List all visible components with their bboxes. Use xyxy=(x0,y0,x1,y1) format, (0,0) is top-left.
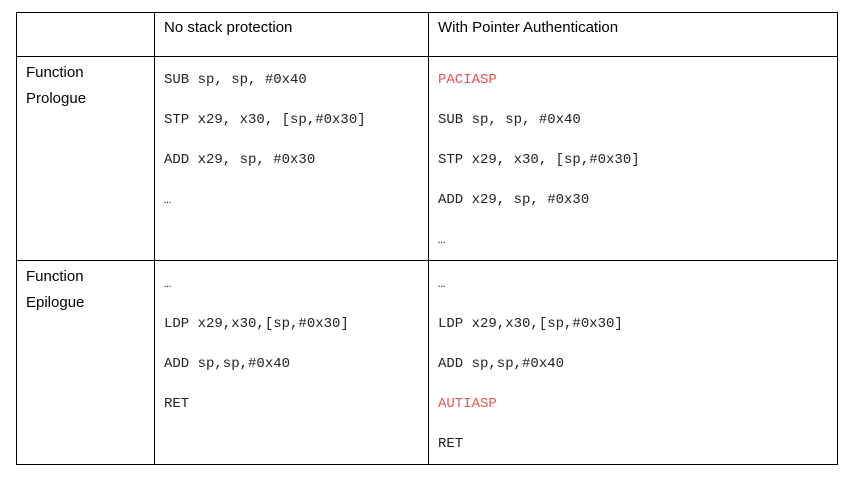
code-line: ADD sp,sp,#0x40 xyxy=(164,356,291,372)
code-line: LDP x29,x30,[sp,#0x30] xyxy=(438,316,623,332)
comparison-table: No stack protection With Pointer Authent… xyxy=(16,12,838,465)
code-line: ADD x29, sp, #0x30 xyxy=(438,192,590,208)
code-line: RET xyxy=(438,436,464,452)
header-row: No stack protection With Pointer Authent… xyxy=(16,12,838,57)
header-label-empty xyxy=(17,13,154,18)
code-line-paciasp: PACIASP xyxy=(438,72,497,88)
code-cell-pointer-auth: … LDP x29,x30,[sp,#0x30] ADD sp,sp,#0x40… xyxy=(428,260,838,465)
code-line: LDP x29,x30,[sp,#0x30] xyxy=(164,316,349,332)
code-list-prologue-pointer-auth: PACIASP SUB sp, sp, #0x40 STP x29, x30, … xyxy=(429,57,837,260)
code-line: SUB sp, sp, #0x40 xyxy=(164,72,307,88)
code-line-ellipsis: … xyxy=(164,277,172,291)
code-line: SUB sp, sp, #0x40 xyxy=(438,112,581,128)
table-row-epilogue: Function Epilogue … LDP x29,x30,[sp,#0x3… xyxy=(16,260,838,465)
table-row-prologue: Function Prologue SUB sp, sp, #0x40 STP … xyxy=(16,56,838,261)
row-label-epilogue: Function Epilogue xyxy=(26,268,85,311)
code-cell-pointer-auth: PACIASP SUB sp, sp, #0x40 STP x29, x30, … xyxy=(428,56,838,261)
header-cell-no-protection: No stack protection xyxy=(154,12,429,57)
code-line: STP x29, x30, [sp,#0x30] xyxy=(164,112,366,128)
code-line: STP x29, x30, [sp,#0x30] xyxy=(438,152,640,168)
header-cell-empty xyxy=(16,12,155,57)
header-label-no-protection: No stack protection xyxy=(164,19,293,36)
header-cell-pointer-auth: With Pointer Authentication xyxy=(428,12,838,57)
code-list-epilogue-pointer-auth: … LDP x29,x30,[sp,#0x30] ADD sp,sp,#0x40… xyxy=(429,261,837,464)
code-cell-no-protection: SUB sp, sp, #0x40 STP x29, x30, [sp,#0x3… xyxy=(154,56,429,261)
code-line-ellipsis: … xyxy=(438,277,446,291)
row-label-prologue: Function Prologue xyxy=(26,64,87,107)
row-label-cell: Function Prologue xyxy=(16,56,155,261)
code-line-ellipsis: … xyxy=(438,233,446,247)
code-list-epilogue-no-protection: … LDP x29,x30,[sp,#0x30] ADD sp,sp,#0x40… xyxy=(155,261,428,424)
code-line: RET xyxy=(164,396,190,412)
code-line-autiasp: AUTIASP xyxy=(438,396,497,412)
row-label-cell: Function Epilogue xyxy=(16,260,155,465)
code-line: ADD sp,sp,#0x40 xyxy=(438,356,565,372)
header-label-pointer-auth: With Pointer Authentication xyxy=(438,19,619,36)
code-line: ADD x29, sp, #0x30 xyxy=(164,152,316,168)
code-line-ellipsis: … xyxy=(164,193,172,207)
code-cell-no-protection: … LDP x29,x30,[sp,#0x30] ADD sp,sp,#0x40… xyxy=(154,260,429,465)
code-list-prologue-no-protection: SUB sp, sp, #0x40 STP x29, x30, [sp,#0x3… xyxy=(155,57,428,220)
